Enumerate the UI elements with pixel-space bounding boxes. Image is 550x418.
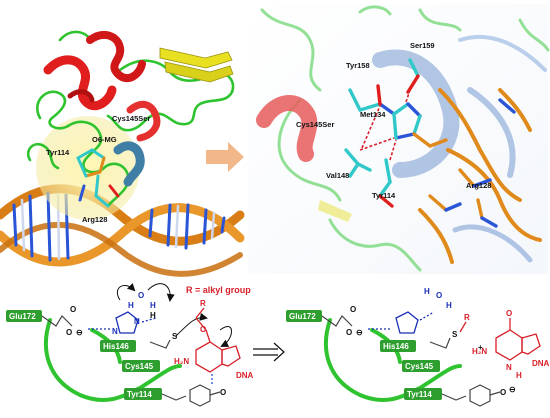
o6-alkylguanine: [195, 307, 241, 373]
water-h-right: H: [150, 301, 156, 310]
protein-helices: [43, 30, 161, 142]
p-glu-o-minus: O: [346, 328, 352, 337]
tyr-o: O: [220, 388, 226, 397]
p-water-h-left: H: [424, 287, 430, 296]
active-site-highlight: [36, 116, 140, 220]
p-tyr-charge: ⊖: [509, 385, 516, 394]
reactant-scheme: O O ⊖ N N H H O H S Glu172: [6, 282, 254, 407]
protein-beta-sheet: [159, 47, 234, 83]
p-alkyl-r: R: [464, 313, 470, 322]
reactant-cys145-box: Cys145: [122, 360, 160, 372]
p-tyr-o: O: [500, 388, 506, 397]
svg-text:His146: His146: [103, 342, 129, 351]
label-val148: Val148: [326, 171, 349, 180]
label-ser159: Ser159: [410, 41, 435, 50]
label-cys145ser-right: Cys145Ser: [296, 120, 334, 129]
p-guanine-dna: DNA: [532, 359, 550, 368]
product-cys145-box: Cys145: [402, 360, 440, 372]
svg-text:Cys145: Cys145: [405, 362, 434, 371]
guanine-product: [495, 318, 541, 361]
label-o6-mg: O6-MG: [92, 135, 117, 144]
cys-s: S: [172, 332, 178, 341]
p-water-o: O: [436, 291, 442, 300]
p-plus: +: [478, 343, 483, 352]
glu-o-minus: O: [66, 328, 72, 337]
p-guanine-n: N: [506, 363, 512, 372]
product-scheme: O O ⊖ O H H S R + Glu172 His146: [286, 287, 550, 407]
p-water-h-right: H: [446, 301, 452, 310]
p-guanine-h2n: H₂N: [472, 347, 487, 356]
label-tyr114-right: Tyr114: [372, 191, 396, 200]
p-glu-charge: ⊖: [356, 328, 363, 337]
zoom-arrow: [206, 142, 244, 172]
svg-text:Cys145: Cys145: [125, 362, 154, 371]
label-arg128-right: Arg128: [466, 181, 491, 190]
his-n1: N: [112, 327, 118, 336]
r-group-note: R = alkyl group: [186, 285, 251, 295]
glu-charge: ⊖: [76, 328, 83, 337]
ligand-sticks: [76, 148, 120, 208]
svg-text:His146: His146: [383, 342, 409, 351]
water-o: O: [138, 291, 144, 300]
label-tyr114-left: Tyr114: [46, 148, 70, 157]
glu-o-top: O: [70, 305, 76, 314]
reactant-his146-box: His146: [100, 340, 136, 352]
p-glu-o-top: O: [350, 305, 356, 314]
alkyl-r: R: [200, 299, 206, 308]
product-glu172-box: Glu172: [286, 310, 322, 322]
guanine-h2n: H₂N: [174, 357, 189, 366]
mechanism-scheme: R = alkyl group O O ⊖ N N H H O H: [6, 282, 550, 407]
label-cys145ser-left: Cys145Ser: [112, 114, 150, 123]
svg-text:Glu172: Glu172: [289, 312, 316, 321]
guanine-dna: DNA: [236, 371, 254, 380]
water-h-left: H: [128, 301, 134, 310]
p-cys-s: S: [452, 330, 458, 339]
svg-text:Tyr114: Tyr114: [127, 390, 152, 399]
dna-helix: [0, 184, 245, 277]
reactant-tyr114-box: Tyr114: [124, 388, 162, 400]
product-tyr114-box: Tyr114: [404, 388, 442, 400]
label-met134: Met134: [360, 110, 386, 119]
svg-text:Tyr114: Tyr114: [407, 390, 432, 399]
his-n2: N: [134, 317, 140, 326]
p-guanine-o: O: [506, 309, 512, 318]
p-guanine-h: H: [516, 371, 522, 380]
reactant-glu172-box: Glu172: [6, 310, 42, 322]
reaction-arrow: [253, 342, 285, 362]
product-his146-box: His146: [380, 340, 416, 352]
label-tyr158: Tyr158: [346, 61, 370, 70]
svg-text:Glu172: Glu172: [9, 312, 36, 321]
guanine-o6: O: [200, 325, 206, 334]
active-site-closeup: Ser159 Tyr158 Met134 Cys145Ser Val148 Ty…: [248, 4, 550, 274]
his-h: H: [150, 311, 156, 320]
label-arg128-left: Arg128: [82, 215, 107, 224]
recognition-helix: [113, 141, 145, 187]
protein-dna-complex-render: O6-MG Cys145Ser Tyr114 Arg128: [0, 30, 245, 277]
